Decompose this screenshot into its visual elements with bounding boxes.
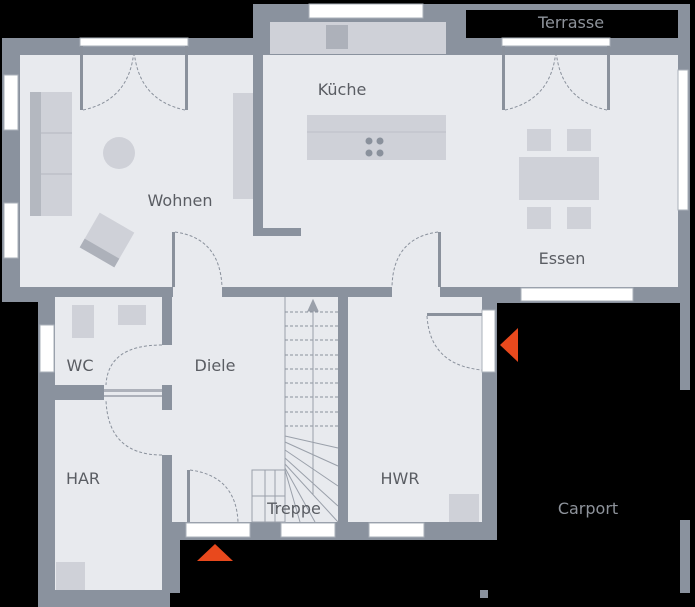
furniture — [30, 22, 599, 598]
kitchen-island — [307, 115, 446, 160]
arrow-up-icon — [307, 298, 319, 312]
outdoor-areas — [170, 10, 690, 607]
floor-hwr — [348, 297, 482, 522]
label-wc: WC — [67, 356, 94, 375]
hwr-cabinet — [449, 494, 479, 522]
kitchen-sink — [326, 25, 348, 49]
hob-icon — [365, 137, 384, 157]
triangle-up-icon — [197, 544, 233, 561]
label-essen: Essen — [539, 249, 586, 268]
interior-walls — [20, 55, 490, 522]
coffee-table — [103, 137, 135, 169]
floor-har — [55, 400, 162, 590]
wc-sink — [118, 305, 146, 325]
chair — [527, 207, 551, 229]
chair — [527, 129, 551, 151]
room-floors — [20, 55, 678, 590]
dining-table — [519, 157, 599, 200]
label-terrasse: Terrasse — [537, 13, 604, 32]
floor-diele — [172, 297, 285, 522]
staircase — [251, 297, 339, 523]
har-cabinet — [56, 562, 85, 590]
label-har: HAR — [66, 469, 100, 488]
label-wohnen: Wohnen — [148, 191, 213, 210]
triangle-left-icon — [500, 328, 518, 362]
label-diele: Diele — [195, 356, 236, 375]
label-carport: Carport — [558, 499, 618, 518]
label-kueche: Küche — [318, 80, 367, 99]
sideboard — [233, 93, 253, 199]
windows — [3, 3, 689, 538]
doors — [80, 46, 610, 523]
label-treppe: Treppe — [266, 499, 321, 518]
floor-treppe — [285, 297, 338, 522]
kitchen-counter — [270, 22, 446, 54]
armchair — [79, 212, 135, 268]
carport-area — [497, 303, 680, 593]
terrasse-area — [466, 10, 678, 38]
label-hwr: HWR — [381, 469, 420, 488]
chair — [567, 129, 591, 151]
toilet — [72, 305, 94, 338]
chair — [567, 207, 591, 229]
